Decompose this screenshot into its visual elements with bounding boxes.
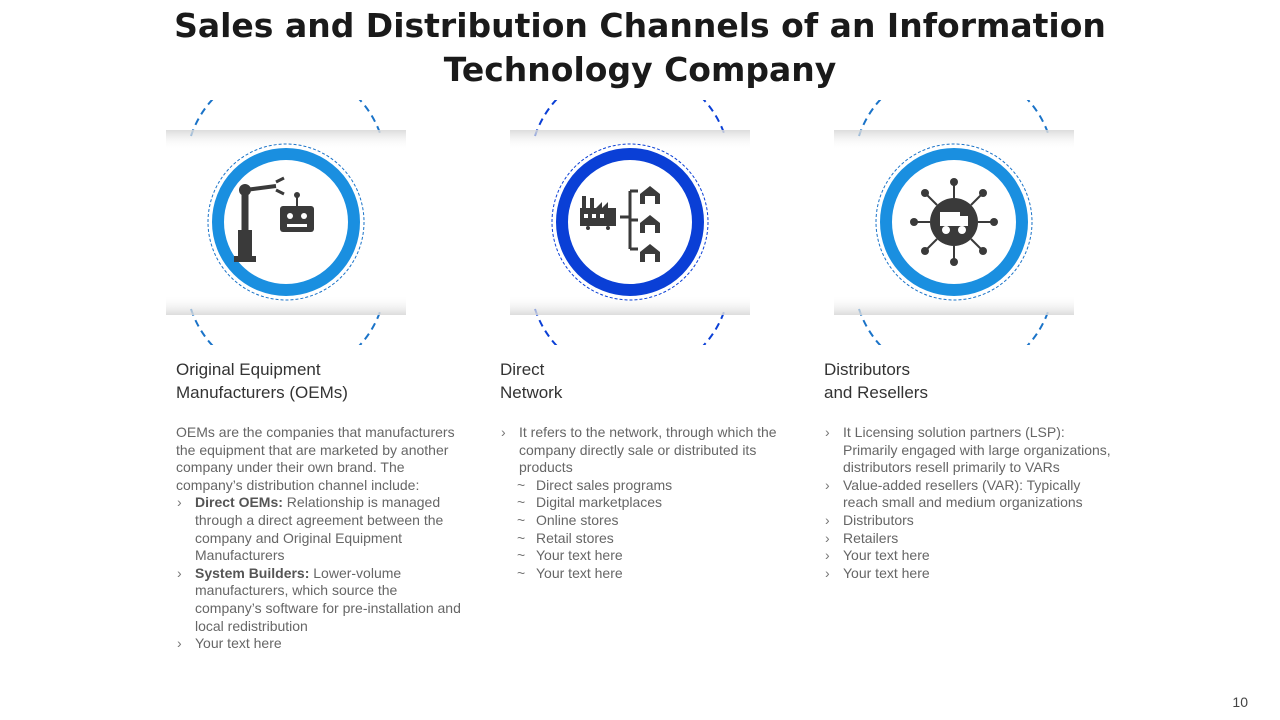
heading-oems: Original Equipment Manufacturers (OEMs) <box>176 360 348 402</box>
robot-arm-icon <box>234 176 314 262</box>
dashed-arc-bottom <box>190 308 382 345</box>
page-number: 10 <box>1232 694 1248 710</box>
list-item: Retailers <box>824 530 1114 548</box>
list-item: Your text here <box>824 547 1114 565</box>
factory-network-icon <box>580 186 660 262</box>
dashed-arc-bottom <box>858 308 1050 345</box>
distributors-list: It Licensing solution partners (LSP): Pr… <box>824 424 1114 582</box>
list-item: Your text here <box>517 565 790 583</box>
list-item: Your text here <box>517 547 790 565</box>
list-item: Direct OEMs: Relationship is managed thr… <box>176 494 466 564</box>
page-title-line-1: Sales and Distribution Channels of an In… <box>174 6 1106 45</box>
page-title: Sales and Distribution Channels of an In… <box>0 4 1280 92</box>
list-item: Online stores <box>517 512 790 530</box>
list-item: It refers to the network, through which … <box>500 424 790 582</box>
dashed-arc-top <box>190 100 382 137</box>
dashed-arc-top <box>534 100 726 137</box>
list-item: Your text here <box>824 565 1114 583</box>
list-item: Digital marketplaces <box>517 494 790 512</box>
distribution-globe-icon <box>910 178 998 266</box>
oem-icon-badge <box>166 100 406 345</box>
list-item: It Licensing solution partners (LSP): Pr… <box>824 424 1114 477</box>
direct-network-list: It refers to the network, through which … <box>500 424 790 582</box>
heading-direct-network: Direct Network <box>500 360 563 402</box>
list-item: Retail stores <box>517 530 790 548</box>
list-item: Direct sales programs <box>517 477 790 495</box>
page-title-line-2: Technology Company <box>443 50 837 89</box>
list-item: Value-added resellers (VAR): Typically r… <box>824 477 1114 512</box>
direct-network-icon-badge <box>510 100 750 345</box>
direct-network-sublist: Direct sales programs Digital marketplac… <box>500 477 790 583</box>
oems-list: Direct OEMs: Relationship is managed thr… <box>176 494 466 652</box>
list-item: Distributors <box>824 512 1114 530</box>
oems-intro: OEMs are the companies that manufacturer… <box>176 424 455 493</box>
distributors-icon-badge <box>834 100 1074 345</box>
list-item: Your text here <box>176 635 466 653</box>
distributors-description: It Licensing solution partners (LSP): Pr… <box>824 424 1114 582</box>
dashed-arc-top <box>858 100 1050 137</box>
oems-description: OEMs are the companies that manufacturer… <box>176 424 466 653</box>
list-item: System Builders: Lower-volume manufactur… <box>176 565 466 635</box>
direct-network-description: It refers to the network, through which … <box>500 424 790 582</box>
heading-distributors: Distributors and Resellers <box>824 360 928 402</box>
dashed-arc-bottom <box>534 308 726 345</box>
